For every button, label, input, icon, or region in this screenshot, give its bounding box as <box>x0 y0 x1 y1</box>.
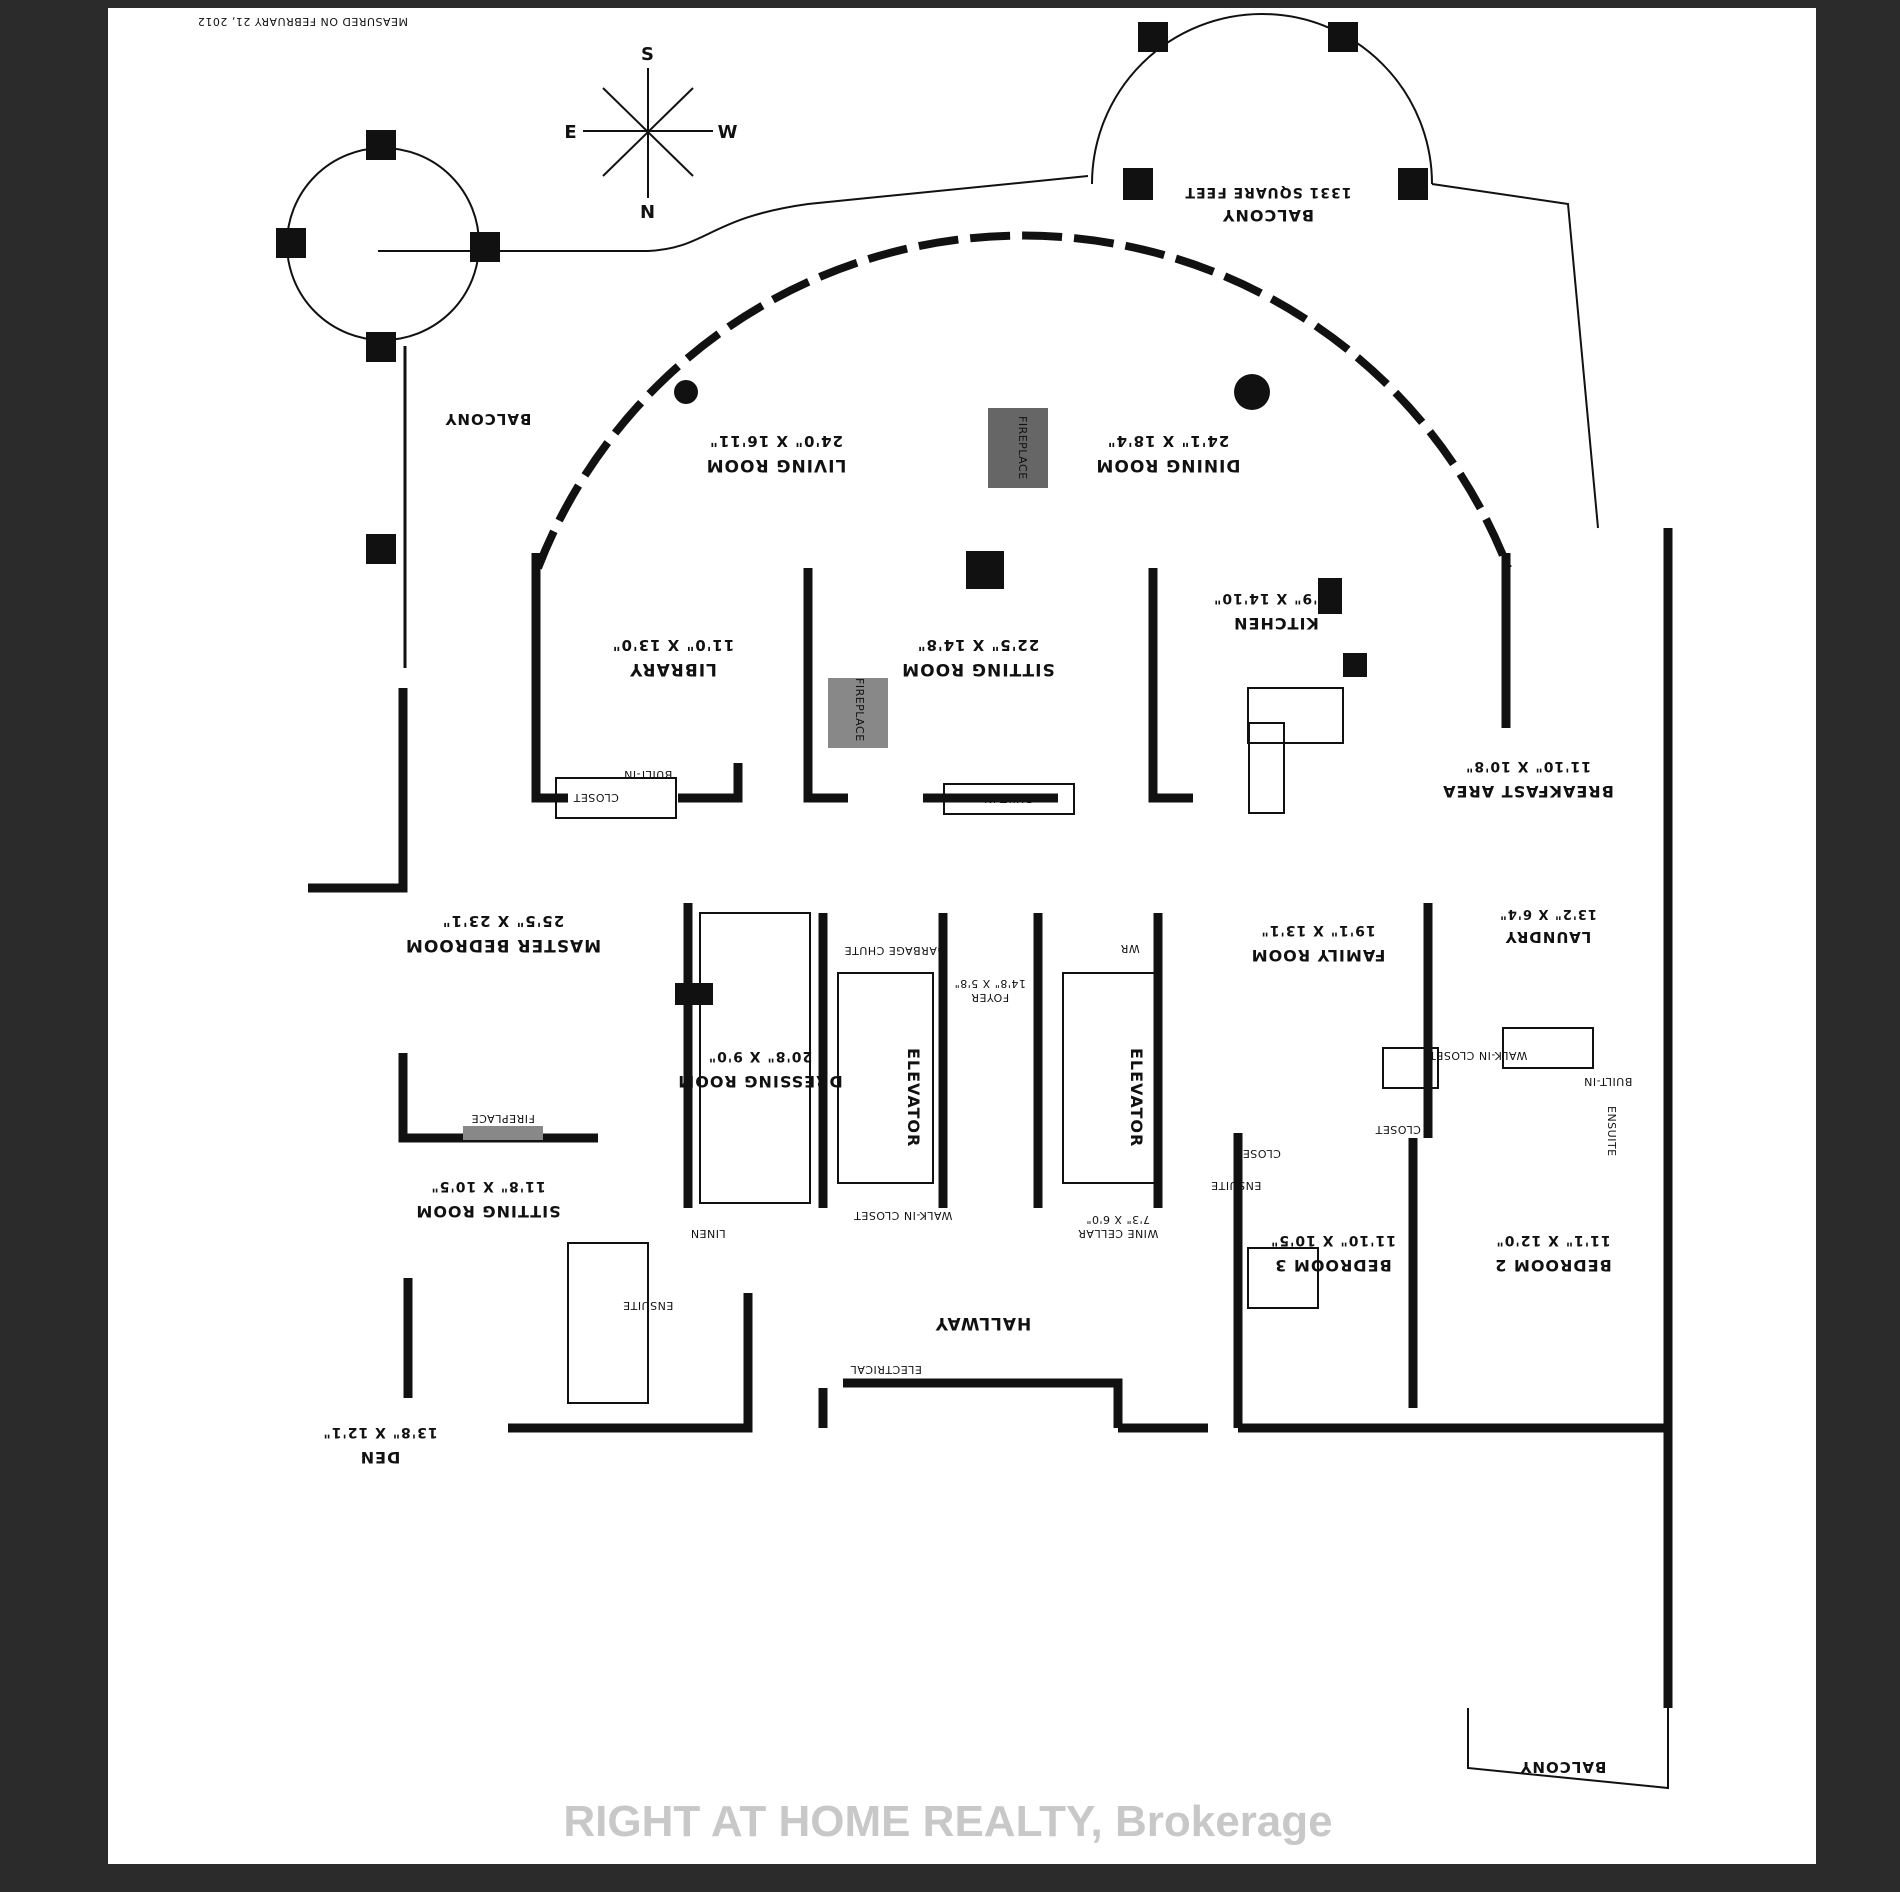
walkin-label-bedroom2: WALK-IN CLOSET <box>1429 1049 1528 1062</box>
dressing-name: DRESSING ROOM <box>677 1072 842 1091</box>
builtin-label-sitting: BUILT-IN <box>984 792 1033 805</box>
bedroom2-name: BEDROOM 2 <box>1494 1256 1612 1275</box>
dining-name: DINING ROOM <box>1096 455 1241 475</box>
measured-date: MEASURED ON FEBRUARY 21, 2012 <box>197 15 408 28</box>
walkin-label-hall: WALK-IN CLOSET <box>854 1209 953 1222</box>
columns <box>276 22 1428 1005</box>
sitting-main-dims: 22'5" X 14'8" <box>917 636 1039 654</box>
breakfast-name: BREAKFAST AREA <box>1442 782 1614 801</box>
balcony-w-name: BALCONY <box>444 410 531 428</box>
sitting-small-dims: 11'8" X 10'5" <box>430 1178 545 1194</box>
fireplace-label-living: FIREPLACE <box>1016 416 1029 480</box>
library-name: LIBRARY <box>629 659 717 679</box>
dressing-dims: 20'8" X 9'0" <box>708 1048 812 1064</box>
room-labels: BALCONY 1331 SQUARE FEET BALCONY LIVING … <box>322 184 1613 1776</box>
balcony-ne-dims: 1331 SQUARE FEET <box>1184 184 1351 200</box>
living-dining-arc <box>534 231 1512 570</box>
bedroom2-dims: 11'1" X 12'0" <box>1495 1232 1610 1248</box>
foyer-dims: 14'8" X 5'8" <box>954 977 1026 990</box>
compass-s: S <box>641 44 655 65</box>
closet-label-library: CLOSET <box>573 791 619 804</box>
fixture-labels: FIREPLACE FIREPLACE FIREPLACE BUILT-IN B… <box>471 416 1632 1376</box>
ensuite-label-bedroom2: ENSUITE <box>1605 1106 1618 1157</box>
breakfast-dims: 11'10" X 10'8" <box>1465 758 1591 774</box>
elevator-label-1: ELEVATOR <box>904 1048 923 1147</box>
bedroom3-dims: 11'10" X 10'5" <box>1270 1232 1396 1248</box>
hallway-name: HALLWAY <box>935 1313 1032 1333</box>
balcony-w-circle <box>286 147 480 341</box>
balcony-s-edge <box>1467 1708 1669 1790</box>
builtin-label-laundry: BUILT-IN <box>1584 1075 1633 1088</box>
laundry-name: LAUNDRY <box>1505 928 1592 946</box>
kitchen-name: KITCHEN <box>1233 614 1319 633</box>
living-name: LIVING ROOM <box>706 455 847 475</box>
closet-label-family: CLOSET <box>1235 1147 1281 1160</box>
wine-dims: 7'3" X 6'0" <box>1086 1213 1150 1226</box>
library-dims: 11'0" X 13'0" <box>612 636 734 654</box>
fireplace-master <box>463 1126 543 1140</box>
wine-name: WINE CELLAR <box>1078 1227 1159 1240</box>
floor-plan-drawing: S N E W MEASURED ON FEBRUARY 21, 2012 BA… <box>197 13 1673 1846</box>
compass-w: W <box>718 122 739 143</box>
dining-dims: 24'1" X 18'4" <box>1107 432 1229 450</box>
floor-plan-sheet: S N E W MEASURED ON FEBRUARY 21, 2012 BA… <box>108 8 1816 1864</box>
balcony-east-edge <box>1431 183 1599 529</box>
electrical-label: ELECTRICAL <box>850 1363 922 1376</box>
foyer-name: FOYER <box>971 991 1009 1004</box>
balcony-ne-name: BALCONY <box>1222 206 1314 225</box>
family-name: FAMILY ROOM <box>1251 946 1386 965</box>
balcony-ne-arc <box>1091 13 1433 185</box>
fireplace-label-library: FIREPLACE <box>853 678 866 742</box>
compass <box>583 68 713 198</box>
sitting-small-name: SITTING ROOM <box>415 1202 560 1221</box>
fireplace-label-master: FIREPLACE <box>471 1112 535 1125</box>
builtin-label-library: BUILT-IN <box>624 768 673 781</box>
den-dims: 13'8" X 12'1" <box>322 1424 437 1440</box>
elevator-label-2: ELEVATOR <box>1127 1048 1146 1147</box>
den-name: DEN <box>360 1448 401 1467</box>
garbage-chute-label: GARBAGE CHUTE <box>844 944 946 957</box>
watermark: RIGHT AT HOME REALTY, Brokerage <box>563 1797 1332 1846</box>
compass-e: E <box>564 122 577 143</box>
living-dims: 24'0" X 16'11" <box>709 432 843 450</box>
compass-diag-2 <box>602 87 694 177</box>
balcony-s-name: BALCONY <box>1519 1758 1606 1776</box>
fireplaces <box>463 408 1048 1140</box>
bedroom3-name: BEDROOM 3 <box>1274 1256 1392 1275</box>
laundry-dims: 13'2" X 6'4" <box>1499 906 1597 921</box>
master-dims: 25'5" X 23'1" <box>442 912 564 930</box>
sitting-main-name: SITTING ROOM <box>901 659 1055 679</box>
linen-label: LINEN <box>690 1227 725 1240</box>
fireplace-living <box>988 408 1048 488</box>
ensuite-label-master: ENSUITE <box>623 1299 674 1312</box>
master-name: MASTER BEDROOM <box>405 935 601 955</box>
closet-label-bedroom3: CLOSET <box>1375 1123 1421 1136</box>
inner-lines <box>555 687 1594 1404</box>
kitchen-dims: 16'9" X 14'10" <box>1213 590 1339 606</box>
compass-n: N <box>640 202 656 223</box>
wr-label: WR <box>1120 942 1140 955</box>
fireplace-library <box>828 678 888 748</box>
ensuite-label-bedroom3: ENSUITE <box>1211 1179 1262 1192</box>
balcony-edge-curve <box>378 175 1089 252</box>
family-dims: 19'1" X 13'1" <box>1260 922 1375 938</box>
